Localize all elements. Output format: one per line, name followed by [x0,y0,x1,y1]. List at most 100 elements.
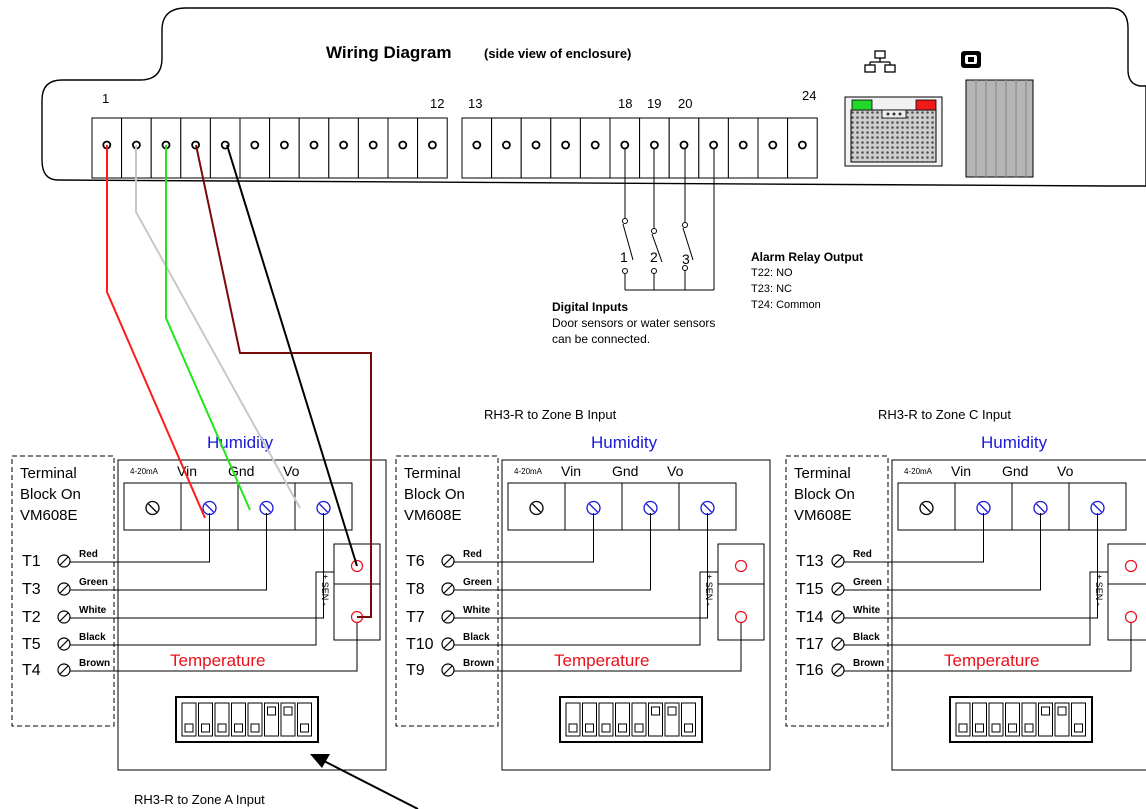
dip-switch-knob [568,723,578,733]
terminal-screw [768,140,778,150]
terminal-label-20: 20 [678,96,692,111]
terminal-t6-label: T6 [406,553,425,570]
telephone-port [965,79,1034,178]
temperature-label: Temperature [944,651,1039,670]
digital-inputs-line-1: Door sensors or water sensors [552,316,715,330]
dip-switch-knob [283,706,293,716]
terminal-t15-label: T15 [796,581,824,598]
terminal-t9-label: T9 [406,662,425,679]
internal-wire [844,571,1108,646]
terminal-t5-label: T5 [22,636,41,653]
terminal-screw [501,140,511,150]
terminal-t3-label: T3 [22,581,41,598]
vo-label: Vo [1057,463,1074,479]
internal-wire [454,571,718,646]
terminal-t17-label: T17 [796,636,824,653]
dip-switch-knob [250,723,260,733]
terminal-t14-label: T14 [796,609,824,626]
dip-switch-knob [618,723,627,733]
digital-inputs-line-2: can be connected. [552,332,650,346]
switch-label-2: 2 [650,249,658,265]
terminal-screw [368,140,378,150]
digital-input-switches [622,148,715,291]
alarm-relay-line-2: T23: NC [751,283,792,295]
temperature-label: Temperature [554,651,649,670]
zone-b-caption: RH3-R to Zone B Input [484,407,617,422]
vo-label: Vo [283,463,300,479]
terminal-strip-13-24 [461,117,818,179]
wire-label-white: White [853,605,881,616]
rh3-r-module-outline [117,459,387,771]
internal-wire [70,513,210,563]
humidity-label: Humidity [981,433,1048,452]
zone-a-caption: RH3-R to Zone A Input [134,792,265,807]
terminal-screw [620,140,630,150]
internal-wire [70,513,324,619]
sen-label: + SEN - [1094,574,1104,606]
internal-wire [454,513,651,591]
wire-label-red: Red [79,549,98,560]
dip-switch-knob [634,723,644,733]
internal-wire [844,513,1041,591]
terminal-t4-label: T4 [22,662,41,679]
dip-switch-knob [1041,706,1050,716]
terminal-block-label: VM608E [794,507,852,524]
terminal-screw [472,140,482,150]
terminal-label-18: 18 [618,96,632,111]
dip-switch-knob [234,723,243,733]
zone-c-caption: RH3-R to Zone C Input [878,407,1011,422]
humidity-label: Humidity [207,433,274,452]
terminal-screw [427,140,437,150]
alarm-relay-line-3: T24: Common [751,299,821,311]
terminal-label-1: 1 [102,91,109,106]
terminal-t8-label: T8 [406,581,425,598]
terminal-block-label: Block On [794,486,855,503]
terminal-screw [650,140,659,150]
wire-label-red: Red [463,549,482,560]
black-wire [226,144,358,567]
alarm-relay-title: Alarm Relay Output [751,250,863,264]
terminal-block-box [785,455,889,727]
terminal-t2-label: T2 [22,609,41,626]
humidity-label: Humidity [591,433,658,452]
wire-label-black: Black [463,632,490,643]
zone-a-pointer-arrow [310,754,419,809]
sen-label: + SEN - [704,574,714,606]
internal-wire [70,623,358,672]
switch-label-1: 1 [620,249,628,265]
telephone-icon [961,51,981,68]
dip-switch-knob [201,723,210,733]
field-wires [106,144,372,618]
white-wire [135,145,301,509]
internal-wire [844,513,984,563]
terminal-block-label: Terminal [20,465,77,482]
terminal-screw [309,140,319,150]
enclosure-outline [41,7,1146,187]
terminal-screw [398,140,408,150]
terminal-screw [590,140,600,150]
terminal-20 [668,117,700,179]
terminal-label-13: 13 [468,96,482,111]
internal-wire [454,513,594,563]
dip-switch-knob [667,706,677,716]
dip-switch-knob [651,706,660,716]
dip-switch-knob [1057,706,1067,716]
dip-switch [559,696,703,743]
red-wire [106,145,206,519]
terminal-block-label: Block On [404,486,465,503]
green-wire [165,145,251,511]
internal-wire [454,513,708,619]
terminal-screw [738,140,748,150]
wire-label-black: Black [79,632,106,643]
alarm-relay-line-1: T22: NO [751,267,793,279]
gnd-label: Gnd [612,463,638,479]
gnd-label: Gnd [1002,463,1028,479]
internal-wire [70,571,334,646]
wire-label-brown: Brown [853,658,884,669]
wire-label-red: Red [853,549,872,560]
brown-wire [195,144,372,618]
wire-label-green: Green [853,577,882,588]
dip-switch-knob [300,723,309,733]
terminal-block-label: VM608E [404,507,462,524]
